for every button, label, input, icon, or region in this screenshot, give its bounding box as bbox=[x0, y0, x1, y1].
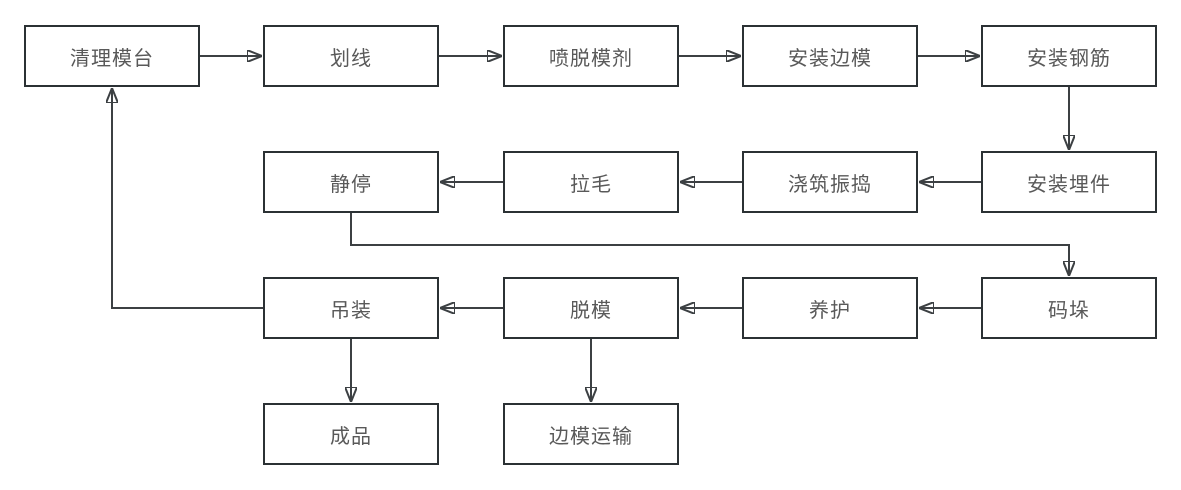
node-roughening: 拉毛 bbox=[503, 151, 679, 213]
node-pour-and-vibrate: 浇筑振捣 bbox=[742, 151, 918, 213]
node-spray-release-agent: 喷脱模剂 bbox=[503, 25, 679, 87]
node-demolding: 脱模 bbox=[503, 277, 679, 339]
node-marking: 划线 bbox=[263, 25, 439, 87]
node-install-embedded-parts: 安装埋件 bbox=[981, 151, 1157, 213]
node-curing: 养护 bbox=[742, 277, 918, 339]
node-install-side-molds: 安装边模 bbox=[742, 25, 918, 87]
node-stacking: 码垛 bbox=[981, 277, 1157, 339]
node-finished-product: 成品 bbox=[263, 403, 439, 465]
node-side-mold-transport: 边模运输 bbox=[503, 403, 679, 465]
node-clean-mold-table: 清理模台 bbox=[24, 25, 200, 87]
node-resting: 静停 bbox=[263, 151, 439, 213]
connector-hoisting-to-clean-mold-table-loop bbox=[112, 89, 263, 309]
node-install-rebar: 安装钢筋 bbox=[981, 25, 1157, 87]
connector-resting-to-stacking-elbow bbox=[350, 213, 1069, 275]
node-hoisting: 吊装 bbox=[263, 277, 439, 339]
